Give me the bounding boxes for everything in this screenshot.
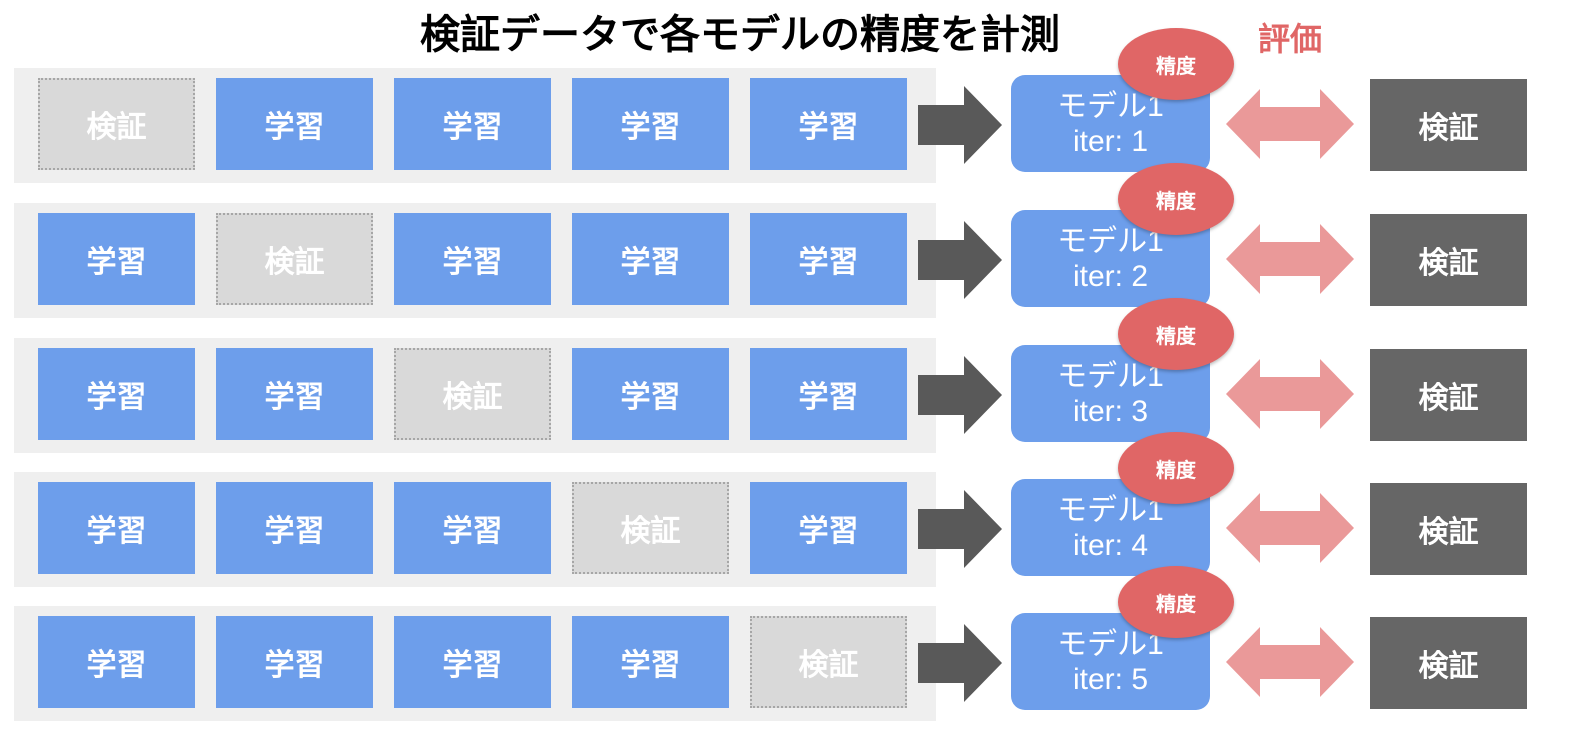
training-fold: 学習: [572, 348, 729, 440]
training-fold: 学習: [38, 482, 195, 574]
validation-result-box: 検証: [1370, 483, 1527, 575]
validation-fold: 検証: [572, 482, 729, 574]
training-fold: 学習: [38, 213, 195, 305]
double-arrow-icon: [1226, 224, 1354, 294]
training-fold: 学習: [216, 78, 373, 170]
training-fold: 学習: [216, 482, 373, 574]
right-arrow-icon: [918, 490, 1002, 568]
training-fold: 学習: [572, 78, 729, 170]
right-arrow-icon: [918, 624, 1002, 702]
right-arrow-icon: [918, 86, 1002, 164]
evaluation-label: 評価: [1258, 20, 1323, 58]
training-fold: 学習: [216, 616, 373, 708]
training-fold: 学習: [572, 616, 729, 708]
diagram-title: 検証データで各モデルの精度を計測: [420, 12, 1060, 58]
validation-result-box: 検証: [1370, 617, 1527, 709]
validation-result-box: 検証: [1370, 214, 1527, 306]
right-arrow-icon: [918, 221, 1002, 299]
model-iteration: iter: 3: [1072, 394, 1149, 428]
model-iteration: iter: 4: [1072, 528, 1149, 562]
training-fold: 学習: [750, 213, 907, 305]
accuracy-badge: 精度: [1118, 163, 1234, 235]
training-fold: 学習: [394, 616, 551, 708]
validation-fold: 検証: [750, 616, 907, 708]
double-arrow-icon: [1226, 89, 1354, 159]
model-iteration: iter: 2: [1072, 259, 1149, 293]
accuracy-badge: 精度: [1118, 566, 1234, 638]
accuracy-badge: 精度: [1118, 28, 1234, 100]
double-arrow-icon: [1226, 359, 1354, 429]
training-fold: 学習: [750, 78, 907, 170]
training-fold: 学習: [394, 482, 551, 574]
double-arrow-icon: [1226, 627, 1354, 697]
training-fold: 学習: [750, 348, 907, 440]
training-fold: 学習: [394, 78, 551, 170]
validation-fold: 検証: [216, 213, 373, 305]
accuracy-badge: 精度: [1118, 298, 1234, 370]
training-fold: 学習: [394, 213, 551, 305]
training-fold: 学習: [38, 616, 195, 708]
double-arrow-icon: [1226, 493, 1354, 563]
training-fold: 学習: [216, 348, 373, 440]
accuracy-badge: 精度: [1118, 432, 1234, 504]
training-fold: 学習: [38, 348, 195, 440]
validation-result-box: 検証: [1370, 79, 1527, 171]
model-iteration: iter: 5: [1072, 662, 1149, 696]
validation-fold: 検証: [394, 348, 551, 440]
training-fold: 学習: [572, 213, 729, 305]
training-fold: 学習: [750, 482, 907, 574]
validation-fold: 検証: [38, 78, 195, 170]
right-arrow-icon: [918, 356, 1002, 434]
validation-result-box: 検証: [1370, 349, 1527, 441]
model-iteration: iter: 1: [1072, 124, 1149, 158]
